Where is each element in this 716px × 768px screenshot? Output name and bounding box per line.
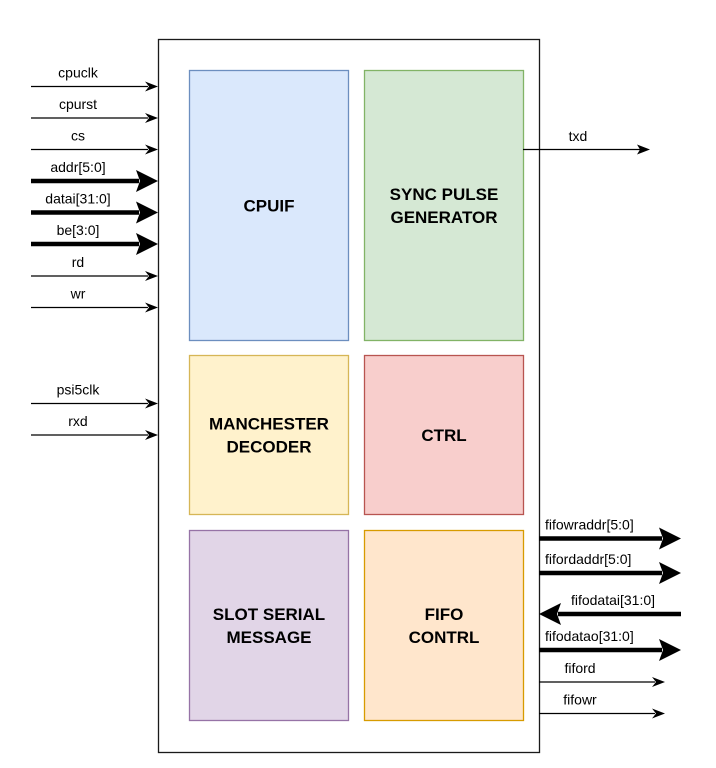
block-ctrl: CTRL [363,354,525,516]
block-label-line: GENERATOR [390,208,497,227]
port-label: be[3:0] [57,222,100,238]
port-label: datai[31:0] [45,191,110,207]
port-psi5clk: psi5clk [31,382,158,409]
port-label: fiford [564,660,595,676]
port-label: rd [72,254,84,270]
port-fiford: fiford [539,660,665,687]
arrowhead-icon [136,233,158,255]
block-cpuif-label: CPUIF [244,197,295,216]
arrowhead-icon [652,708,665,719]
port-txd: txd [523,128,650,155]
block-slot-serial-message: SLOT SERIAL MESSAGE [188,529,350,722]
port-rd: rd [31,254,158,281]
port-label: cpuclk [58,65,99,81]
port-txd-label: txd [569,128,588,144]
arrowhead-icon [659,562,681,584]
arrowhead-icon [145,113,158,123]
port-label: addr[5:0] [50,159,105,175]
block-sync-pulse-generator: SYNC PULSE GENERATOR [363,69,525,342]
block-slot-serial-message-label: SLOT SERIAL MESSAGE [213,605,325,647]
port-label: rxd [68,413,87,429]
arrowhead-icon [136,201,158,224]
arrowhead-icon [145,430,158,440]
block-sync-pulse-generator-label: SYNC PULSE GENERATOR [390,185,499,227]
arrowhead-icon [145,398,158,409]
block-manchester-decoder: MANCHESTER DECODER [188,354,350,516]
port-cpurst: cpurst [31,96,158,123]
port-addr: addr[5:0] [31,159,158,192]
arrowhead-icon [145,302,158,313]
block-fifo-contrl: FIFO CONTRL [363,529,525,722]
port-fifordaddr: fifordaddr[5:0] [539,551,681,584]
block-label-line: SYNC PULSE [390,185,499,204]
block-label-line: SLOT SERIAL [213,605,325,624]
arrowhead-icon [659,639,681,661]
port-be: be[3:0] [31,222,158,255]
block-manchester-decoder-label: MANCHESTER DECODER [209,415,329,457]
block-label-line: CTRL [421,426,466,445]
port-fifodatai: fifodatai[31:0] [539,592,681,625]
port-label: fifodatao[31:0] [545,628,634,644]
block-label-line: DECODER [226,438,311,457]
arrowhead-icon [136,170,158,192]
arrowhead-icon [652,677,665,687]
block-fifo-contrl-label: FIFO CONTRL [409,605,480,647]
port-rxd: rxd [31,413,158,440]
arrowhead-icon [659,527,681,550]
port-label: cs [71,128,85,144]
block-label-line: MANCHESTER [209,415,329,434]
port-label: fifordaddr[5:0] [545,551,631,567]
port-fifowr: fifowr [539,692,665,719]
port-label: fifowr [563,692,597,708]
port-fifodatao: fifodatao[31:0] [539,628,681,661]
port-label: psi5clk [57,382,101,398]
port-wr: wr [31,286,158,313]
port-label: fifowraddr[5:0] [545,517,634,533]
port-label: wr [70,286,86,302]
ports-layer: cpuclk cpurst cs addr[5:0] datai[31:0] be[3:0… [31,65,681,719]
arrowhead-icon [145,271,158,281]
block-label-line: CPUIF [244,197,295,216]
arrowhead-icon [145,144,158,155]
port-cs: cs [31,128,158,155]
port-cpuclk: cpuclk [31,65,158,92]
port-datai: datai[31:0] [31,191,158,224]
arrowhead-icon [539,603,561,625]
arrowhead-icon [145,81,158,92]
block-cpuif: CPUIF [188,69,350,342]
block-ctrl-label: CTRL [421,426,466,445]
block-label-line: MESSAGE [226,628,311,647]
block-label-line: FIFO [425,605,464,624]
port-fifowraddr: fifowraddr[5:0] [539,517,681,550]
port-label: cpurst [59,96,97,112]
block-label-line: CONTRL [409,628,480,647]
port-label: fifodatai[31:0] [571,592,655,608]
